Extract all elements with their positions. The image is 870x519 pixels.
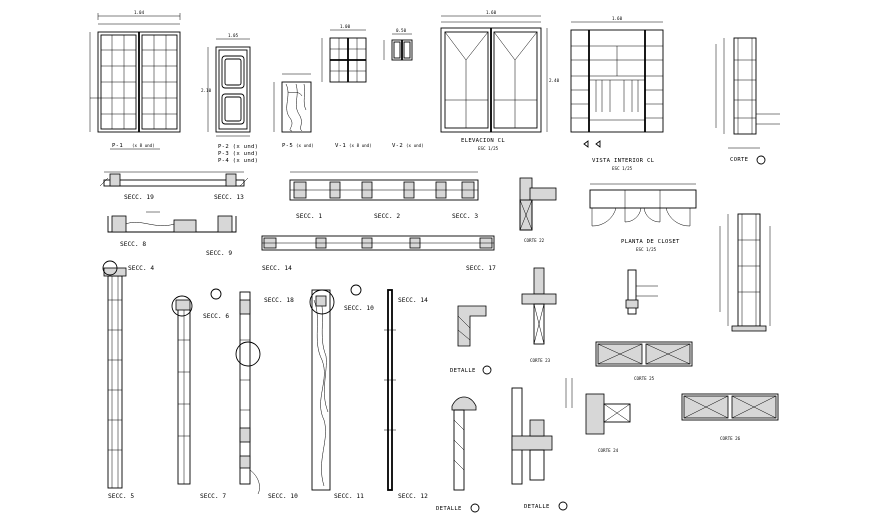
label-secc14a: SECC. 14 xyxy=(262,265,292,272)
dim-v2-width: 0.50 xyxy=(396,28,407,33)
label-secc13: SECC. 13 xyxy=(214,194,244,201)
label-secc9: SECC. 9 xyxy=(206,250,232,257)
section-1-2-3: SECC. 1 SECC. 2 SECC. 3 xyxy=(289,171,479,220)
label-secc10b: SECC. 10 xyxy=(344,305,374,312)
door-p5-elevation: P-5 (x und) xyxy=(273,73,314,149)
label-p4: P-4 (x und) xyxy=(218,158,258,164)
label-secc2: SECC. 2 xyxy=(374,213,400,220)
label-v1-sub: (x 8 und) xyxy=(349,143,372,148)
door-p2-elevation: 1.05 2.10 P-2 (x und) P-3 (x und) P-4 (x… xyxy=(201,33,258,164)
label-vista: VISTA INTERIOR CL xyxy=(592,158,655,164)
dim-p2-height: 2.10 xyxy=(201,88,212,93)
label-secc19: SECC. 19 xyxy=(124,194,154,201)
label-secc8: SECC. 8 xyxy=(120,241,146,248)
section-19-13: SECC. 19 SECC. 13 xyxy=(99,171,249,201)
label-v2: V-2 xyxy=(392,143,403,149)
section-15-stack: DETALLE xyxy=(511,378,573,511)
corte-22-boxes: CORTE 25 xyxy=(595,341,693,381)
label-detalle2: DETALLE xyxy=(436,506,462,512)
label-p2: P-2 (x und) xyxy=(218,144,258,150)
label-planta-sub: ESC 1/25 xyxy=(636,247,657,252)
label-corte: CORTE xyxy=(730,157,749,163)
label-p1-sub: (x 8 und) xyxy=(132,143,155,148)
closet-corte: CORTE xyxy=(715,37,780,165)
section-16-stack: CORTE 23 xyxy=(521,267,557,363)
dim-p1-width: 1.04 xyxy=(134,10,145,15)
window-v2-elevation: 0.50 V-2 (x und) xyxy=(383,28,424,149)
label-p5-sub: (x und) xyxy=(296,143,314,148)
label-v2-sub: (x und) xyxy=(406,143,424,148)
label-secc7: SECC. 7 xyxy=(200,493,226,500)
label-secc4: SECC. 4 xyxy=(128,265,154,272)
section-14-17: SECC. 14 SECC. 17 xyxy=(261,235,496,272)
small-detail-right xyxy=(625,269,658,315)
label-secc14b: SECC. 14 xyxy=(398,297,428,304)
section-8-9: SECC. 8 SECC. 9 xyxy=(107,211,237,257)
dim-elev-height: 2.40 xyxy=(549,78,560,83)
section-6-7: SECC. 6 SECC. 7 xyxy=(171,288,229,500)
label-corte-d: CORTE 25 xyxy=(634,376,655,381)
label-corte-b: CORTE 23 xyxy=(530,358,551,363)
label-secc6: SECC. 6 xyxy=(203,313,229,320)
window-v1-elevation: 1.00 V-1 (x 8 und) xyxy=(321,24,372,149)
label-secc1: SECC. 1 xyxy=(296,213,322,220)
section-4-5: SECC. 4 SECC. 5 xyxy=(102,260,154,500)
dim-elev-width: 1.60 xyxy=(486,10,497,15)
detail-cross-section-a: CORTE 22 xyxy=(519,177,557,243)
closet-plan: PLANTA DE CLOSET ESC 1/25 xyxy=(589,183,697,252)
label-p1: P-1 xyxy=(112,143,123,149)
dim-p2-width: 1.05 xyxy=(228,33,239,38)
label-secc5: SECC. 5 xyxy=(108,493,134,500)
dim-v1-width: 1.00 xyxy=(340,24,351,29)
door-p1-elevation: 1.04 P-1 (x 8 und) xyxy=(89,10,181,150)
dim-vista-width: 1.60 xyxy=(612,16,623,21)
detalle-2: DETALLE xyxy=(436,396,480,513)
label-detalle1: DETALLE xyxy=(450,368,476,374)
section-10-11: SECC. 10 SECC. 11 xyxy=(309,284,374,500)
label-p5: P-5 xyxy=(282,143,293,149)
label-secc17: SECC. 17 xyxy=(466,265,496,272)
label-secc12: SECC. 12 xyxy=(398,493,428,500)
closet-section-right xyxy=(719,213,771,332)
corte-24: CORTE 24 xyxy=(585,393,631,453)
detalle-1: DETALLE xyxy=(450,305,492,375)
section-14-12: SECC. 14 SECC. 12 xyxy=(384,289,428,500)
corte-26-boxes: CORTE 26 xyxy=(681,393,779,441)
label-secc3: SECC. 3 xyxy=(452,213,478,220)
closet-elevation: 1.60 2.40 ELEVACION CL ESC 1/25 xyxy=(440,10,560,151)
label-corte-e: CORTE 26 xyxy=(720,436,741,441)
label-detalle3: DETALLE xyxy=(524,504,550,510)
label-secc18: SECC. 18 xyxy=(264,297,294,304)
label-planta: PLANTA DE CLOSET xyxy=(621,239,680,245)
label-elevacion-sub: ESC 1/25 xyxy=(478,146,499,151)
label-p3: P-3 (x und) xyxy=(218,151,258,157)
label-elevacion: ELEVACION CL xyxy=(461,138,505,144)
label-v1: V-1 xyxy=(335,143,346,149)
section-18-10: SECC. 18 SECC. 10 xyxy=(235,291,298,500)
label-corte-a: CORTE 22 xyxy=(524,238,545,243)
label-secc10: SECC. 10 xyxy=(268,493,298,500)
closet-interior-view: 1.60 VISTA INTERIOR CL ESC 1/25 xyxy=(570,16,664,171)
label-vista-sub: ESC 1/25 xyxy=(612,166,633,171)
label-secc11: SECC. 11 xyxy=(334,493,364,500)
label-corte-c: CORTE 24 xyxy=(598,448,619,453)
